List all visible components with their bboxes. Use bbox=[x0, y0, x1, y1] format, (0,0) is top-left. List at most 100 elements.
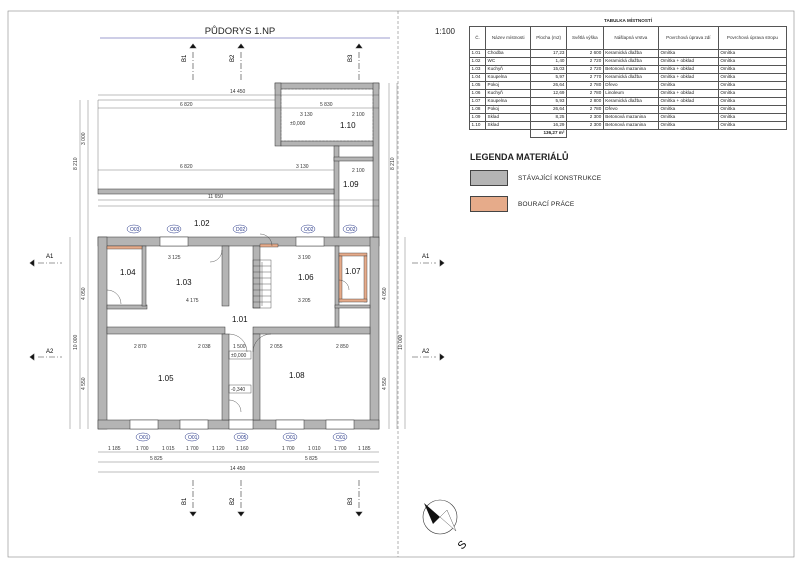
section-b2-top: B2 bbox=[230, 54, 236, 62]
legend-item-existing: STÁVAJÍCÍ KONSTRUKCE bbox=[470, 170, 720, 186]
dim-top-right: 5 830 bbox=[320, 102, 333, 108]
header-floor-finish: Nášlapná vrstva bbox=[602, 26, 659, 50]
table-cell: Omítka bbox=[717, 121, 788, 130]
table-cell: 1.03 bbox=[468, 65, 487, 74]
section-a2-right: A2 bbox=[422, 349, 430, 355]
table-cell: 2 800 bbox=[565, 97, 604, 106]
table-cell: Omítka bbox=[657, 81, 719, 90]
dim-left-a: 3 000 bbox=[81, 132, 87, 145]
dim-bot-9: 1 700 bbox=[334, 446, 347, 452]
table-cell: 1.05 bbox=[468, 81, 487, 90]
table-cell: Omítka bbox=[717, 81, 788, 90]
room-label-1-02: 1.02 bbox=[194, 219, 210, 228]
table-cell: Omítka bbox=[717, 49, 788, 58]
dim-bot-1: 1 185 bbox=[108, 446, 121, 452]
header-wall-finish: Povrchová úprava zdí bbox=[657, 26, 719, 50]
dim-right-c: 4 550 bbox=[382, 377, 388, 390]
tag-o01-a: O01 bbox=[139, 435, 149, 441]
elevation-annex: ±0,000 bbox=[290, 121, 305, 127]
header-number: Č. bbox=[468, 26, 487, 50]
table-cell: Pokoj bbox=[485, 81, 532, 90]
dimension-lines bbox=[69, 83, 406, 473]
section-b1-bottom: B1 bbox=[182, 497, 188, 505]
room-label-1-04: 1.04 bbox=[120, 268, 136, 277]
table-cell: Keramická dlažba bbox=[602, 73, 659, 82]
table-cell: Omítka bbox=[717, 113, 788, 122]
staircase bbox=[252, 259, 272, 309]
table-total-area: 136,27 m² bbox=[530, 129, 567, 138]
dim-right-total: 10 000 bbox=[398, 334, 404, 350]
table-cell: Omítka bbox=[717, 97, 788, 106]
table-cell: Omítka bbox=[657, 113, 719, 122]
table-cell: Sklad bbox=[485, 121, 532, 130]
dim-mid-left: 6 820 bbox=[180, 164, 193, 170]
room-label-1-09: 1.09 bbox=[343, 180, 359, 189]
table-cell: 26,64 bbox=[530, 105, 567, 114]
table-cell: 2 780 bbox=[565, 81, 604, 90]
table-cell: Kuchyň bbox=[485, 65, 532, 74]
table-cell: 2 780 bbox=[565, 89, 604, 98]
legend-item-demolition: BOURACÍ PRÁCE bbox=[470, 196, 720, 212]
dim-left-total: 10 000 bbox=[73, 334, 79, 350]
table-cell: Omítka + obklad bbox=[657, 73, 719, 82]
tag-o01-d: O01 bbox=[336, 435, 346, 441]
windows bbox=[129, 236, 355, 430]
dim-bot-right: 5 825 bbox=[305, 456, 318, 462]
table-cell: 26,64 bbox=[530, 81, 567, 90]
plan-title: PŮDORYS 1.NP bbox=[205, 25, 276, 37]
table-cell: Linoleum bbox=[602, 89, 659, 98]
dim-top-sub2: 2 100 bbox=[352, 112, 365, 118]
room-labels: 1.03 1.04 1.01 1.02 1.06 1.07 1.05 1.08 … bbox=[120, 121, 361, 383]
dim-top-sub1: 3 130 bbox=[300, 112, 313, 118]
room-label-1-05: 1.05 bbox=[158, 374, 174, 383]
dim-bot-10: 1 185 bbox=[358, 446, 371, 452]
material-legend: LEGENDA MATERIÁLŮ STÁVAJÍCÍ KONSTRUKCE B… bbox=[470, 152, 720, 222]
tag-o03-a: O03 bbox=[130, 227, 140, 233]
legend-label-existing: STÁVAJÍCÍ KONSTRUKCE bbox=[518, 174, 602, 182]
header-height: Světlá výška bbox=[565, 26, 604, 50]
table-cell: Betonová mazanina bbox=[602, 65, 659, 74]
table-cell: Keramická dlažba bbox=[602, 97, 659, 106]
table-cell: 1.10 bbox=[468, 121, 487, 130]
table-cell: 2 720 bbox=[565, 57, 604, 66]
table-cell: 1.02 bbox=[468, 57, 487, 66]
walls bbox=[97, 82, 380, 430]
table-cell: 2 300 bbox=[565, 121, 604, 130]
table-cell: 2 600 bbox=[565, 49, 604, 58]
dim-in-2038: 2 038 bbox=[198, 344, 211, 350]
dim-in-3125: 3 125 bbox=[168, 255, 181, 261]
section-a1-left: A1 bbox=[46, 254, 54, 260]
table-cell: Betonová mazanina bbox=[602, 121, 659, 130]
table-cell: 8,25 bbox=[530, 113, 567, 122]
dim-mid-right: 3 130 bbox=[296, 164, 309, 170]
dim-bot-5: 1 120 bbox=[212, 446, 225, 452]
section-a1-right: A1 bbox=[422, 254, 430, 260]
table-cell: Keramická dlažba bbox=[602, 49, 659, 58]
section-b3-bottom: B3 bbox=[348, 497, 354, 505]
elevation-entrance: -0,340 bbox=[231, 387, 245, 393]
table-cell: Keramická dlažba bbox=[602, 57, 659, 66]
table-cell: Omítka bbox=[657, 121, 719, 130]
section-a2-left: A2 bbox=[46, 349, 54, 355]
table-cell: 1.09 bbox=[468, 113, 487, 122]
header-area: Plocha (m2) bbox=[530, 26, 567, 50]
tag-o01-c: O01 bbox=[286, 435, 296, 441]
table-cell: 1.06 bbox=[468, 89, 487, 98]
table-cell: Omítka bbox=[717, 65, 788, 74]
section-labels: B1 B2 B3 B1 B2 B3 A1 A2 A1 A2 bbox=[46, 54, 430, 505]
tag-o02-a: O02 bbox=[304, 227, 314, 233]
dim-left-upper: 8 210 bbox=[73, 157, 79, 170]
table-cell: 2 720 bbox=[565, 65, 604, 74]
table-cell: Omítka bbox=[657, 49, 719, 58]
demolition-elements bbox=[106, 243, 368, 303]
room-label-1-10: 1.10 bbox=[340, 121, 356, 130]
dim-bot-8: 1 010 bbox=[308, 446, 321, 452]
table-cell: Omítka + obklad bbox=[657, 89, 719, 98]
